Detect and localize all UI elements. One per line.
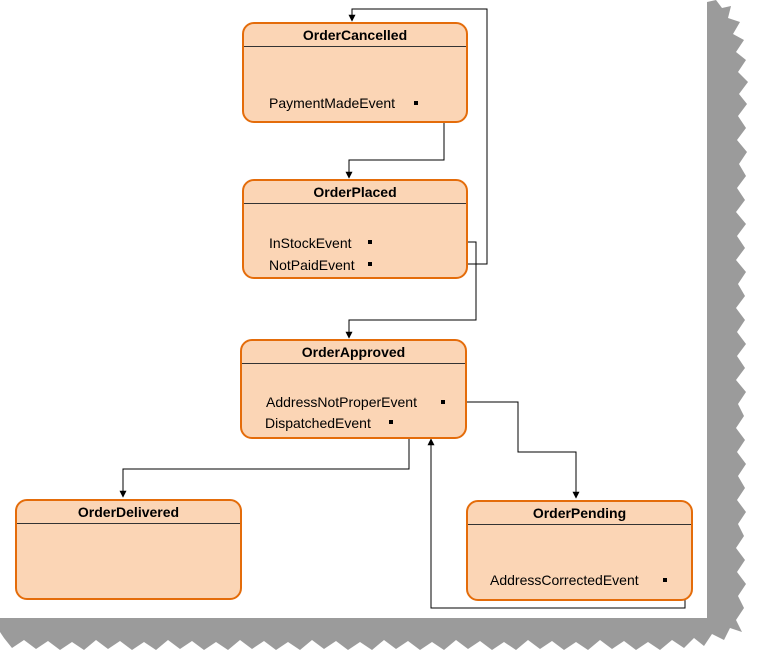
- state-order-approved[interactable]: OrderApproved AddressNotProperEvent Disp…: [240, 339, 467, 439]
- event-address-corrected: AddressCorrectedEvent: [490, 572, 639, 588]
- state-title-order-delivered: OrderDelivered: [77, 504, 180, 520]
- event-not-paid: NotPaidEvent: [269, 257, 355, 273]
- state-divider: [244, 203, 466, 204]
- state-title-order-cancelled: OrderCancelled: [302, 27, 408, 43]
- port-address-not-proper[interactable]: [441, 400, 445, 404]
- port-not-paid[interactable]: [368, 262, 372, 266]
- state-order-delivered[interactable]: OrderDelivered: [15, 499, 242, 600]
- state-divider: [244, 46, 466, 47]
- state-title-order-approved: OrderApproved: [301, 344, 406, 360]
- state-order-pending[interactable]: OrderPending AddressCorrectedEvent: [466, 500, 693, 601]
- state-title-order-pending: OrderPending: [532, 505, 627, 521]
- port-dispatched[interactable]: [389, 420, 393, 424]
- state-divider: [242, 363, 465, 364]
- event-address-not-proper: AddressNotProperEvent: [266, 394, 417, 410]
- state-title-order-placed: OrderPlaced: [313, 184, 397, 200]
- state-divider: [468, 524, 691, 525]
- port-payment-made[interactable]: [414, 101, 418, 105]
- state-divider: [17, 523, 240, 524]
- port-address-corrected[interactable]: [663, 578, 667, 582]
- state-order-placed[interactable]: OrderPlaced InStockEvent NotPaidEvent: [242, 179, 468, 279]
- event-in-stock: InStockEvent: [269, 235, 352, 251]
- event-payment-made: PaymentMadeEvent: [269, 95, 396, 111]
- port-in-stock[interactable]: [368, 240, 372, 244]
- event-dispatched: DispatchedEvent: [265, 415, 371, 431]
- state-order-cancelled[interactable]: OrderCancelled PaymentMadeEvent: [242, 22, 468, 123]
- transition-address-not-proper: [443, 401, 580, 499]
